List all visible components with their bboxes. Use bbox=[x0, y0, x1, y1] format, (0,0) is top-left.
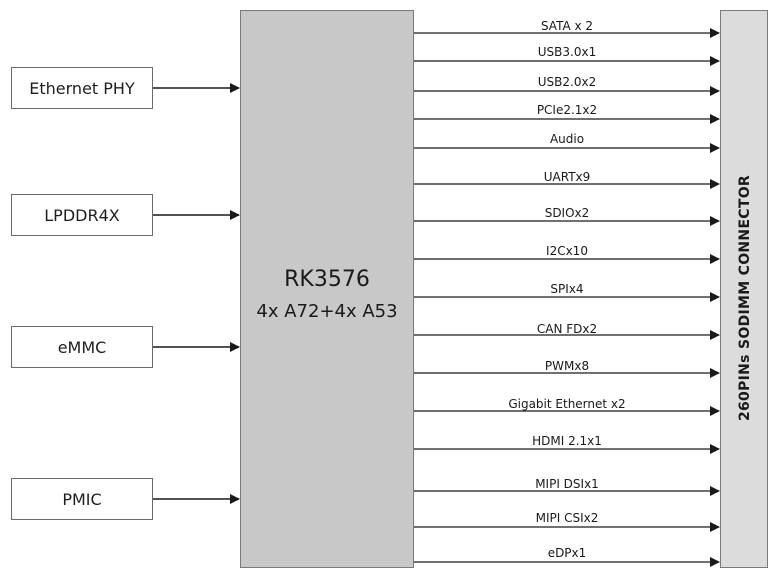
interface-label-sdio: SDIOx2 bbox=[544, 206, 590, 220]
soc-block: RK3576 4x A72+4x A53 bbox=[240, 10, 414, 568]
soc-cores: 4x A72+4x A53 bbox=[256, 301, 398, 322]
interface-label-uart: UARTx9 bbox=[543, 170, 591, 184]
interface-label-gbe: Gigabit Ethernet x2 bbox=[508, 397, 626, 411]
interface-label-mipi-csi: MIPI CSIx2 bbox=[535, 511, 599, 525]
connector-label: 260PINs SODIMM CONNECTOR bbox=[737, 174, 753, 422]
interface-label-pcie: PCIe2.1x2 bbox=[536, 103, 598, 117]
interface-label-mipi-dsi: MIPI DSIx1 bbox=[535, 477, 599, 491]
interface-label-i2c: I2Cx10 bbox=[546, 244, 588, 258]
interface-label-usb20: USB2.0x2 bbox=[537, 75, 597, 89]
interface-wires bbox=[414, 28, 720, 567]
peripheral-wires bbox=[153, 83, 240, 504]
interface-label-usb30: USB3.0x1 bbox=[537, 45, 597, 59]
interface-label-hdmi: HDMI 2.1x1 bbox=[532, 434, 602, 448]
lpddr4x-label: LPDDR4X bbox=[44, 205, 120, 225]
sodimm-connector-block: 260PINs SODIMM CONNECTOR bbox=[720, 10, 768, 568]
emmc-label: eMMC bbox=[57, 337, 107, 357]
emmc-block: eMMC bbox=[11, 326, 153, 368]
interface-label-edp: eDPx1 bbox=[547, 546, 587, 560]
soc-name: RK3576 bbox=[284, 267, 370, 292]
interface-label-spi: SPIx4 bbox=[550, 282, 584, 296]
ethernet-phy-block: Ethernet PHY bbox=[11, 67, 153, 109]
lpddr4x-block: LPDDR4X bbox=[11, 194, 153, 236]
pmic-block: PMIC bbox=[11, 478, 153, 520]
interface-label-audio: Audio bbox=[549, 132, 585, 146]
ethernet-phy-label: Ethernet PHY bbox=[29, 78, 135, 98]
interface-label-pwm: PWMx8 bbox=[544, 359, 590, 373]
interface-label-can: CAN FDx2 bbox=[536, 322, 598, 336]
pmic-label: PMIC bbox=[62, 489, 102, 509]
interface-label-sata: SATA x 2 bbox=[540, 19, 594, 33]
